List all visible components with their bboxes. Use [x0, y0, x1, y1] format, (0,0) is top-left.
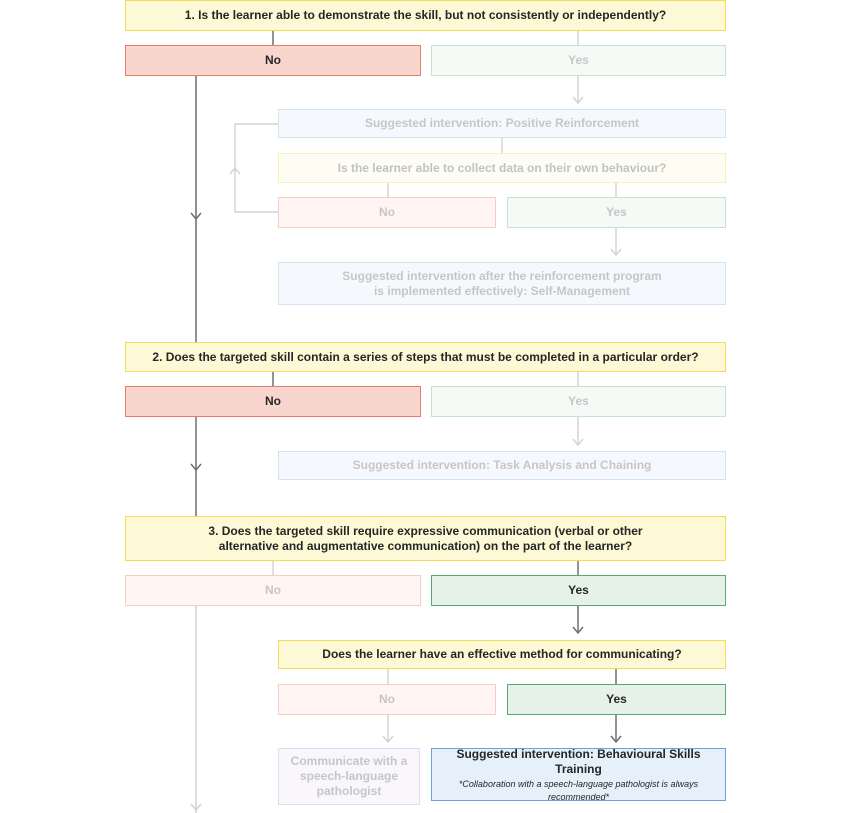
q3-no-box: No [125, 575, 421, 606]
q2-yes-box: Yes [431, 386, 726, 417]
self-data-yes-box: Yes [507, 197, 726, 228]
behavioural-skills-training-text: Suggested intervention: Behavioural Skil… [456, 746, 701, 776]
sub-yes-arrow-icon [610, 248, 622, 257]
communication-yes-box: Yes [507, 684, 726, 715]
self-data-question-box: Is the learner able to collect data on t… [278, 153, 726, 183]
loop-up-arrow-icon [229, 166, 241, 175]
self-data-question-text: Is the learner able to collect data on t… [337, 160, 667, 175]
slp-line1: Communicate with a [290, 754, 408, 768]
question-3-line1: 3. Does the targeted skill require expre… [208, 523, 643, 538]
q1-yes-arrow-icon [572, 96, 584, 105]
question-2-text: 2. Does the targeted skill contain a ser… [152, 349, 699, 364]
self-data-no-box: No [278, 197, 496, 228]
q1-no-arrow-icon [190, 212, 202, 221]
self-management-line2: is implemented effectively: Self-Managem… [373, 283, 631, 298]
communication-no-box: No [278, 684, 496, 715]
comm-no-arrow-icon [382, 735, 394, 744]
q3-yes-arrow-icon [572, 626, 584, 635]
collaboration-note-line1: *Collaboration with a speech-language pa… [458, 778, 699, 789]
communication-yes-label: Yes [606, 692, 627, 706]
comm-yes-arrow-icon [610, 735, 622, 744]
question-2-box: 2. Does the targeted skill contain a ser… [125, 342, 726, 372]
q1-yes-label: Yes [568, 53, 589, 67]
self-management-box: Suggested intervention after the reinfor… [278, 262, 726, 305]
q3-no-arrow-icon [190, 803, 202, 812]
task-analysis-text: Suggested intervention: Task Analysis an… [352, 458, 652, 472]
q1-no-box: No [125, 45, 421, 76]
question-1-text: 1. Is the learner able to demonstrate th… [184, 8, 667, 22]
behavioural-skills-training-box: Suggested intervention: Behavioural Skil… [431, 746, 726, 802]
q2-no-label: No [265, 394, 281, 408]
task-analysis-box: Suggested intervention: Task Analysis an… [278, 451, 726, 480]
q3-yes-label: Yes [568, 583, 589, 597]
q3-no-label: No [265, 583, 281, 597]
q2-yes-label: Yes [568, 394, 589, 408]
self-data-yes-label: Yes [606, 205, 627, 219]
positive-reinforcement-text: Suggested intervention: Positive Reinfor… [364, 116, 640, 130]
question-1-box: 1. Is the learner able to demonstrate th… [125, 0, 726, 31]
slp-line3: pathologist [316, 784, 382, 798]
self-data-no-label: No [379, 205, 395, 219]
speech-language-pathologist-box: Communicate with a speech-language patho… [278, 748, 420, 805]
q1-yes-box: Yes [431, 45, 726, 76]
q2-no-arrow-icon [190, 463, 202, 472]
question-3-box: 3. Does the targeted skill require expre… [125, 516, 726, 561]
communication-no-label: No [379, 692, 395, 706]
question-3-line2: alternative and augmentative communicati… [218, 538, 633, 553]
slp-line2: speech-language [299, 769, 399, 783]
q2-no-box: No [125, 386, 421, 417]
q1-no-label: No [265, 53, 281, 67]
q2-yes-arrow-icon [572, 438, 584, 447]
communication-method-question-text: Does the learner have an effective metho… [322, 647, 682, 661]
self-management-line1: Suggested intervention after the reinfor… [342, 268, 662, 283]
communication-method-question-box: Does the learner have an effective metho… [278, 640, 726, 669]
collaboration-note-line2: recommended* [547, 791, 610, 802]
q3-yes-box: Yes [431, 575, 726, 606]
positive-reinforcement-box: Suggested intervention: Positive Reinfor… [278, 109, 726, 138]
